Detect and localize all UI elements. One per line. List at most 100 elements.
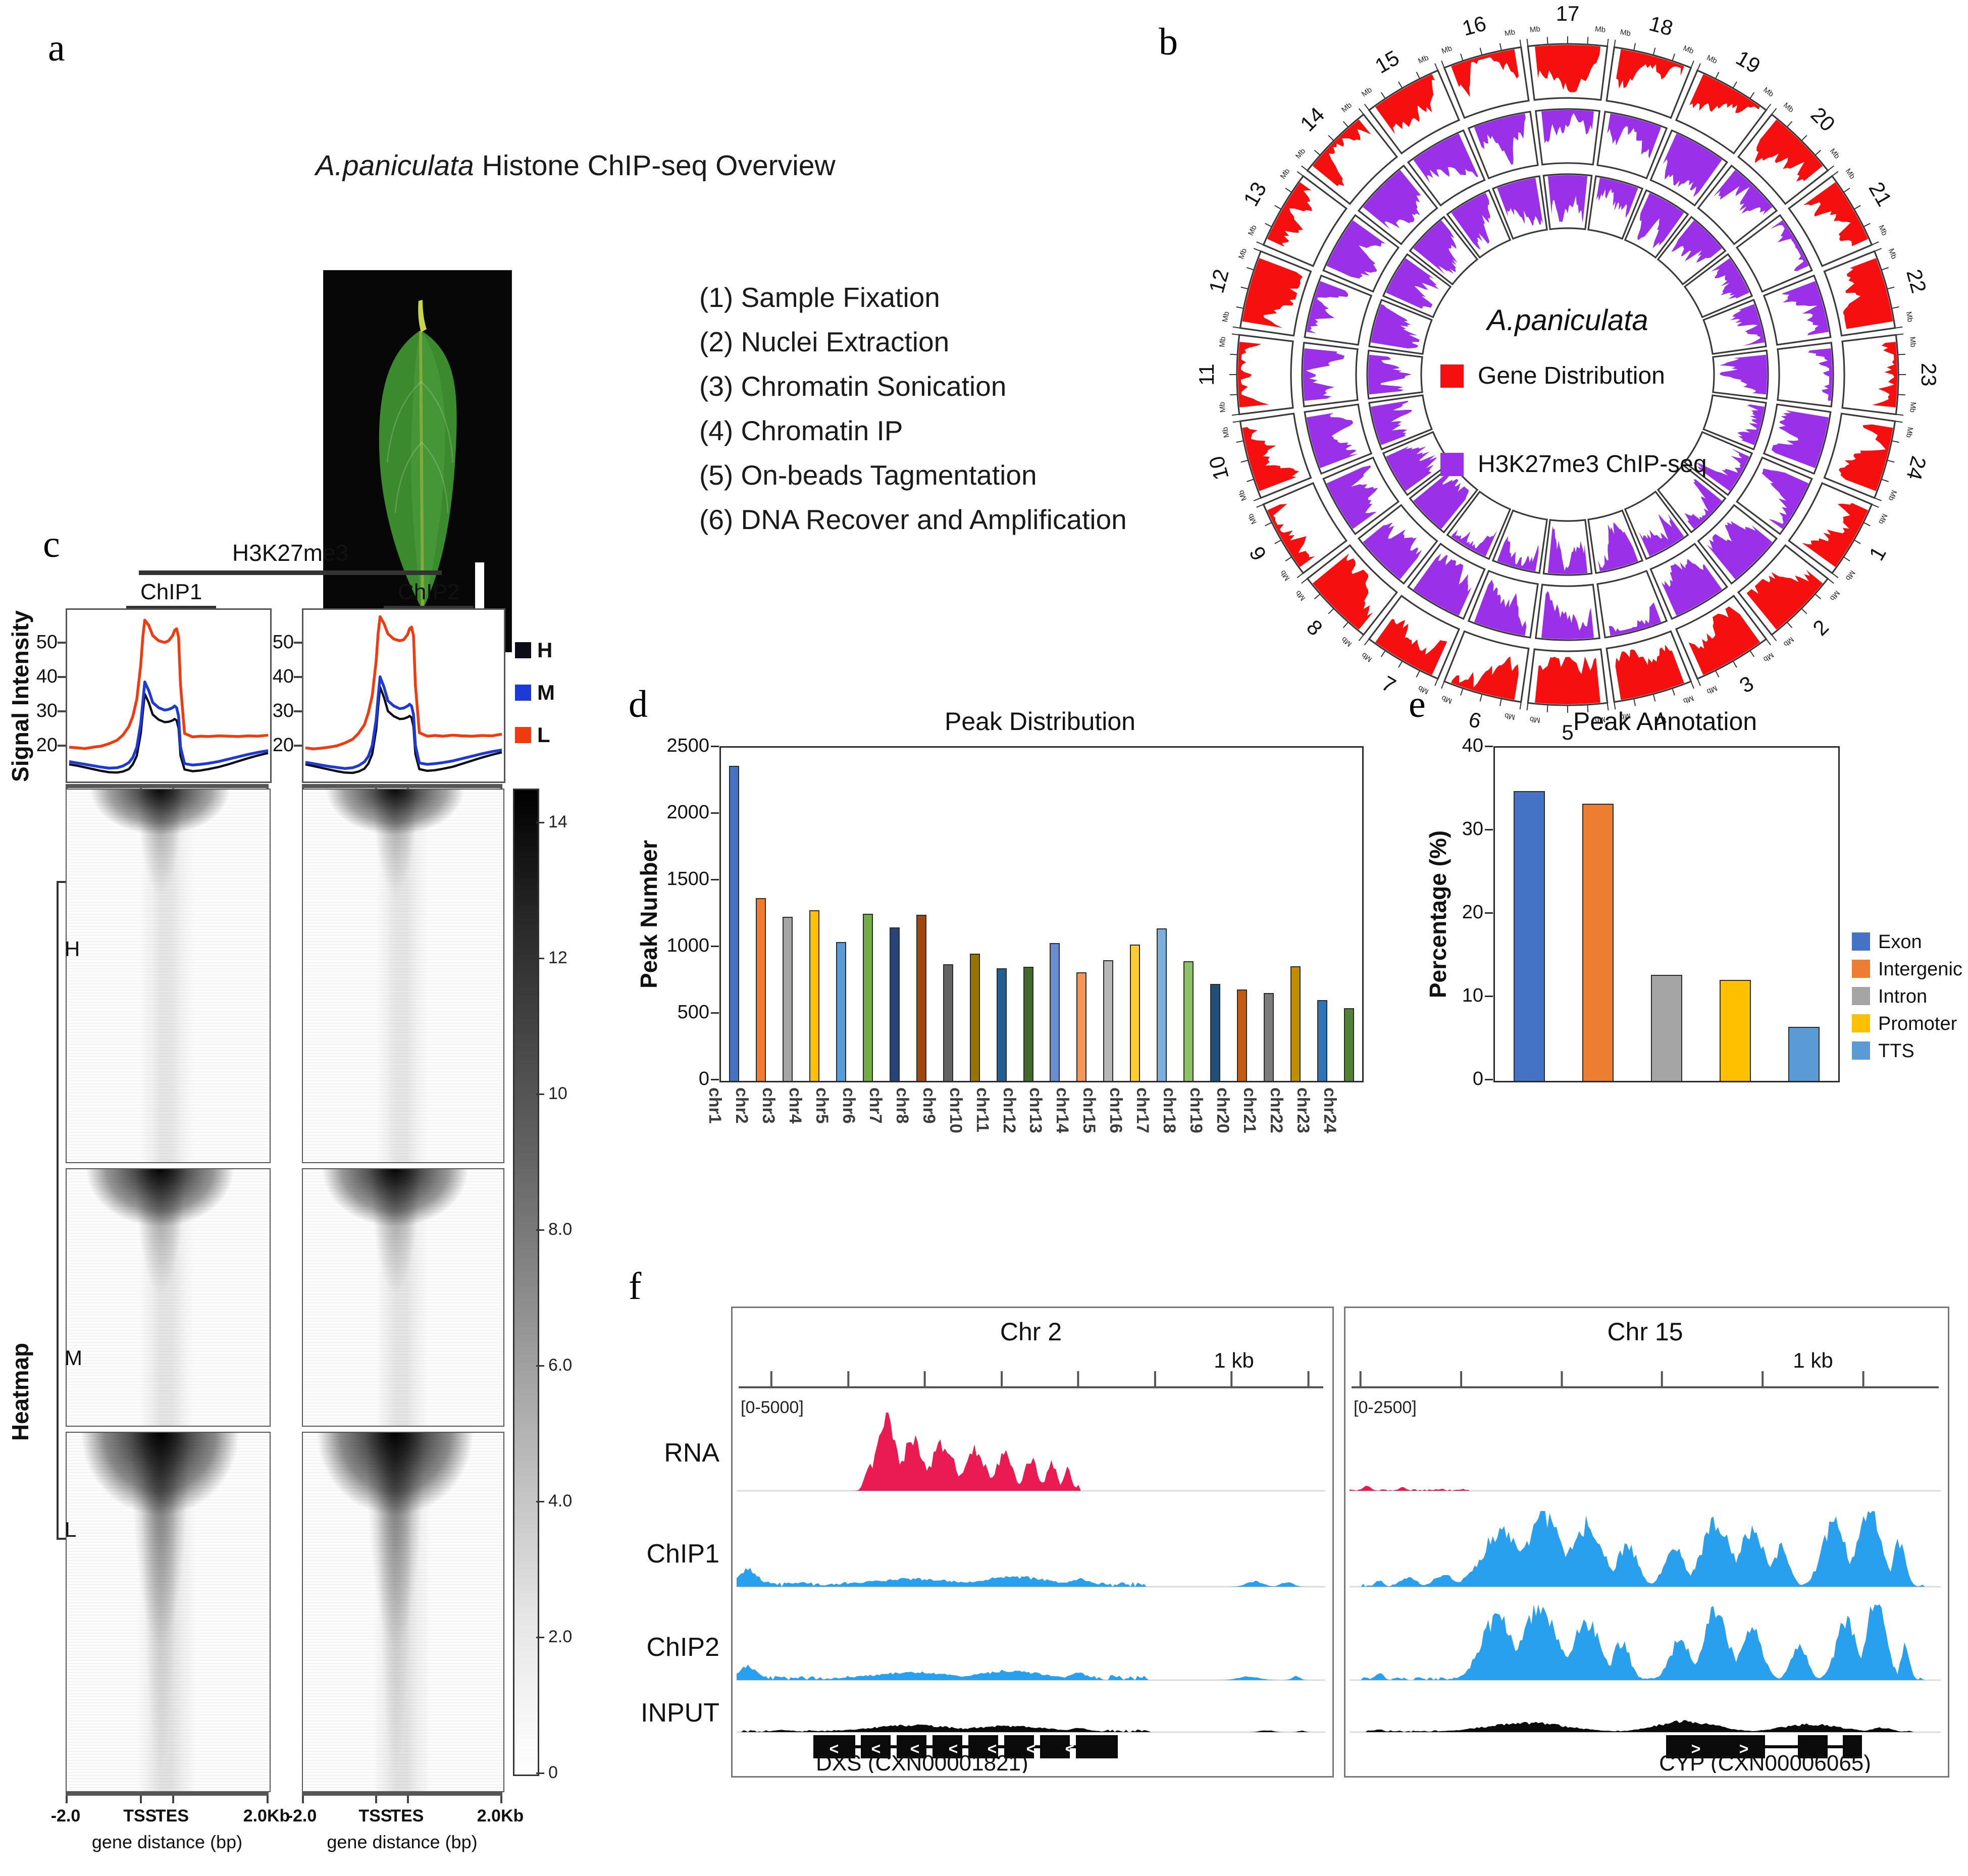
heatmap-chip1-group-m <box>66 1168 271 1427</box>
circos-track-profile <box>1737 404 1765 445</box>
circos-mb-tick <box>1253 497 1261 501</box>
bar-Intergenic <box>1582 803 1614 1081</box>
track-signal-rna <box>737 1413 1325 1491</box>
circos-mb-tick <box>1815 594 1822 600</box>
circos-mb-tick <box>1828 579 1834 584</box>
circos-mb-label: Mb <box>1620 28 1631 38</box>
circos-mb-tick <box>1895 326 1903 329</box>
circos-mb-tick <box>1240 459 1248 463</box>
circos-mb-tick <box>1328 608 1334 614</box>
track-label-input: INPUT <box>641 1698 719 1728</box>
circos-mb-tick <box>1801 608 1807 614</box>
circos-track-profile <box>1770 220 1809 272</box>
circos-mb-tick <box>1358 635 1364 641</box>
gene-distance-label: gene distance (bp) <box>327 1832 478 1852</box>
profile-xaxis <box>66 784 269 788</box>
legend-label-Intron: Intron <box>1878 986 1928 1007</box>
circos-track-profile <box>1413 472 1469 529</box>
axis-ytick-label: 500 <box>677 1002 709 1023</box>
profile-line-M <box>305 675 502 770</box>
gene-exon <box>968 1735 998 1758</box>
colorbar-tick-label: 14 <box>548 812 567 832</box>
gene-strand-arrow: > <box>1739 1740 1749 1758</box>
circos-track-profile <box>1802 503 1869 567</box>
circos-mb-tick <box>1772 635 1777 641</box>
circos-mb-tick <box>1854 205 1861 210</box>
circos-mb-tick <box>1230 353 1237 355</box>
bar-chr17 <box>1157 928 1167 1081</box>
profile-legend-label-H: H <box>537 638 553 662</box>
track-label-chip2: ChIP2 <box>646 1633 719 1662</box>
circos-mb-label: Mb <box>1762 85 1775 98</box>
gene-exon <box>861 1735 891 1758</box>
circos-track-profile <box>1363 522 1422 580</box>
circos-track-profile <box>1547 175 1588 223</box>
circos-mb-tick <box>1652 694 1656 702</box>
panel-a-title: A.paniculata Histone ChIP-seq Overview <box>316 149 836 182</box>
protocol-step-4: (4) Chromatin IP <box>699 415 903 446</box>
legend-label-Exon: Exon <box>1878 931 1922 953</box>
circos-chromosome-label-24: 24 <box>1902 454 1931 483</box>
circos-mb-tick <box>1297 171 1304 176</box>
circos-mb-tick <box>1479 47 1483 55</box>
circos-track-profile <box>1303 348 1345 401</box>
circos-mb-tick <box>1607 38 1609 46</box>
circos-mb-tick <box>1519 702 1522 710</box>
circos-segment-box <box>1306 113 1399 205</box>
circos-chromosome-label-5: 5 <box>1562 720 1573 743</box>
heatmap-xtick-label: 2.0Kb <box>477 1806 524 1826</box>
bar-chr2 <box>756 898 766 1081</box>
circos-mb-label: Mb <box>1340 635 1354 648</box>
circos-track-profile <box>1363 170 1421 230</box>
circos-mb-tick <box>1898 353 1905 355</box>
circos-mb-tick <box>1398 81 1403 88</box>
circos-mb-label: Mb <box>1504 28 1516 38</box>
xcat-chr4: chr4 <box>786 1087 805 1124</box>
protocol-step-1: (1) Sample Fixation <box>699 282 940 313</box>
circos-mb-tick <box>1253 248 1261 252</box>
circos-mb-tick <box>1434 679 1438 686</box>
heatmap-xtick-label: -2.0 <box>287 1806 317 1826</box>
xcat-chr6: chr6 <box>839 1087 859 1124</box>
panel-letter-b: b <box>1159 21 1178 63</box>
circos-track-profile <box>1497 178 1543 226</box>
xcat-chr24: chr24 <box>1320 1087 1339 1133</box>
scale-label: 1 kb <box>1793 1348 1833 1372</box>
circos-chromosome-label-19: 19 <box>1732 45 1765 78</box>
xcat-chr5: chr5 <box>812 1087 832 1124</box>
group-label-h: H <box>65 937 80 961</box>
circos-mb-tick <box>1828 165 1834 171</box>
circos-mb-label: Mb <box>1504 711 1516 721</box>
circos-track-profile <box>1312 119 1371 186</box>
circos-mb-tick <box>1380 92 1386 99</box>
circos-mb-tick <box>1895 421 1903 423</box>
circos-mb-tick <box>1499 699 1502 706</box>
gene-strand-arrow: < <box>949 1740 958 1758</box>
legend-swatch-Exon <box>1852 932 1870 951</box>
range-label: [0-2500] <box>1354 1398 1417 1417</box>
peak-number-axis-label: Peak Number <box>636 840 662 989</box>
circos-mb-label: Mb <box>1782 635 1795 648</box>
heatmap-xtick-label: TSS <box>123 1806 157 1826</box>
circos-mb-label: Mb <box>1294 589 1307 602</box>
circos-track-profile <box>1688 606 1760 675</box>
circos-segment-box <box>1787 175 1873 268</box>
scale-bar <box>475 562 484 619</box>
circos-mb-tick <box>1519 39 1522 47</box>
circos-track-profile <box>1638 513 1684 556</box>
circos-chromosome-label-17: 17 <box>1556 6 1580 25</box>
circos-track-profile <box>1242 427 1300 491</box>
gene-exon <box>1666 1735 1765 1758</box>
circos-mb-tick <box>1364 639 1369 646</box>
colorbar-tick-mark <box>536 1365 544 1367</box>
circos-mb-tick <box>1265 223 1272 227</box>
circos-track-profile <box>1839 424 1893 491</box>
profile-ytick-label: 30 <box>36 700 58 721</box>
circos-mb-tick <box>1801 135 1807 141</box>
circos-mb-tick <box>1863 522 1871 527</box>
profile-ytick-label: 40 <box>36 666 58 687</box>
circos-mb-tick <box>1247 479 1254 482</box>
circos-track-profile <box>1615 645 1684 700</box>
bar-chr4 <box>809 910 820 1081</box>
colorbar-tick-label: 10 <box>548 1084 567 1104</box>
